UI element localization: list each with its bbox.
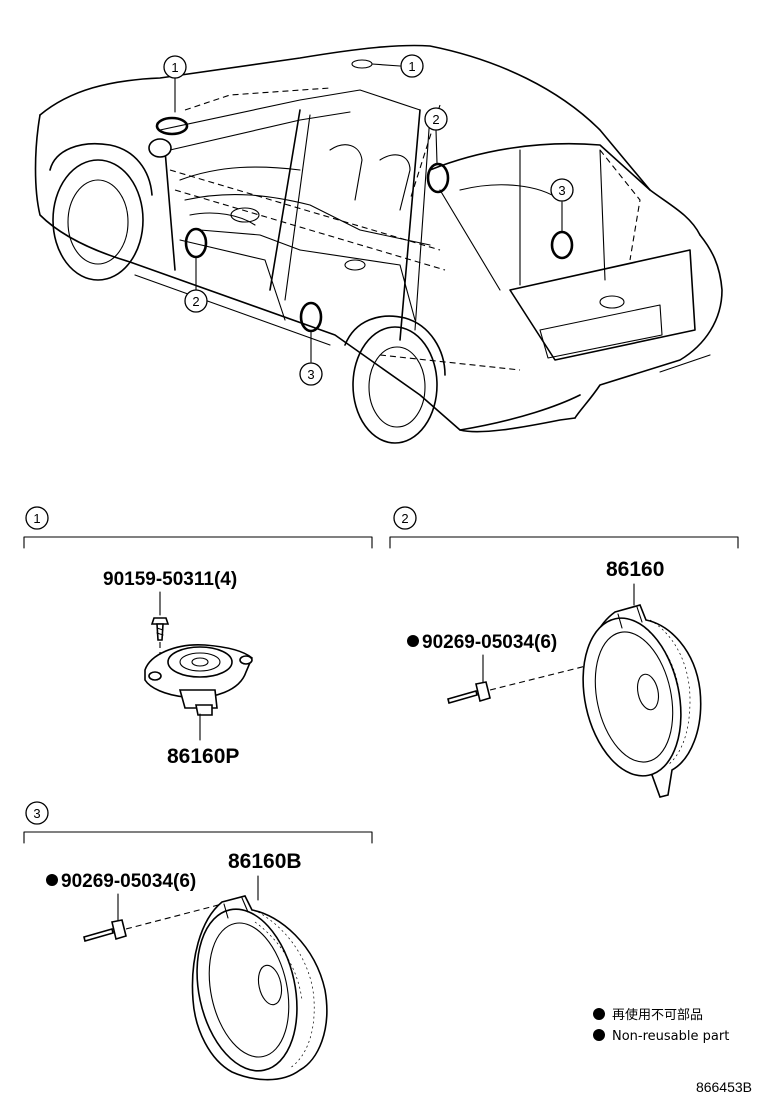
callout-3-left: 3	[299, 362, 323, 386]
legend-dot-en	[593, 1029, 605, 1041]
group-3-number: 3	[33, 806, 40, 821]
legend-jp: 再使用不可部品	[612, 1007, 703, 1023]
callout-2-right: 2	[424, 107, 448, 131]
part-86160B: 86160B	[228, 850, 302, 873]
callout-2-left: 2	[184, 289, 208, 313]
callout-3-left-label: 3	[307, 367, 314, 382]
callout-1-roof-label: 1	[408, 59, 415, 74]
callout-1-front: 1	[163, 55, 187, 79]
car-illustration: 1 1 2 2 3 3	[34, 44, 723, 444]
callout-2-right-label: 2	[432, 112, 439, 127]
diagram-code: 866453B	[696, 1079, 752, 1095]
rivet-icon	[447, 681, 491, 704]
part-86160: 86160	[606, 558, 664, 581]
callout-3-right: 3	[550, 178, 574, 202]
part-90159-50311: 90159-50311(4)	[103, 569, 237, 590]
callout-2-left-label: 2	[192, 294, 199, 309]
part-90269-05034-g2: 90269-05034(6)	[422, 632, 557, 653]
part-90269-05034-g3: 90269-05034(6)	[61, 871, 196, 892]
rivet-icon	[83, 919, 127, 942]
legend-dot-jp	[593, 1008, 605, 1020]
non-reusable-dot	[46, 874, 58, 886]
callout-3-right-label: 3	[558, 183, 565, 198]
part-86160P: 86160P	[167, 745, 239, 768]
tweeter-speaker-icon	[144, 644, 253, 716]
group-1-number: 1	[33, 511, 40, 526]
door-speaker-icon	[582, 604, 702, 798]
callout-1-front-label: 1	[171, 60, 178, 75]
legend: 再使用不可部品 Non-reusable part	[593, 1007, 729, 1044]
group-2: 2 86160 90269-05034(6)	[389, 506, 739, 798]
rear-speaker-icon	[191, 895, 328, 1081]
legend-en: Non-reusable part	[612, 1029, 729, 1044]
non-reusable-dot	[407, 635, 419, 647]
callout-1-roof: 1	[400, 54, 424, 78]
screw-icon	[150, 617, 170, 641]
group-2-number: 2	[401, 511, 408, 526]
group-3: 3 86160B 90269-05034(6)	[23, 801, 373, 1081]
group-1: 1 90159-50311(4) 86160P	[23, 506, 373, 768]
